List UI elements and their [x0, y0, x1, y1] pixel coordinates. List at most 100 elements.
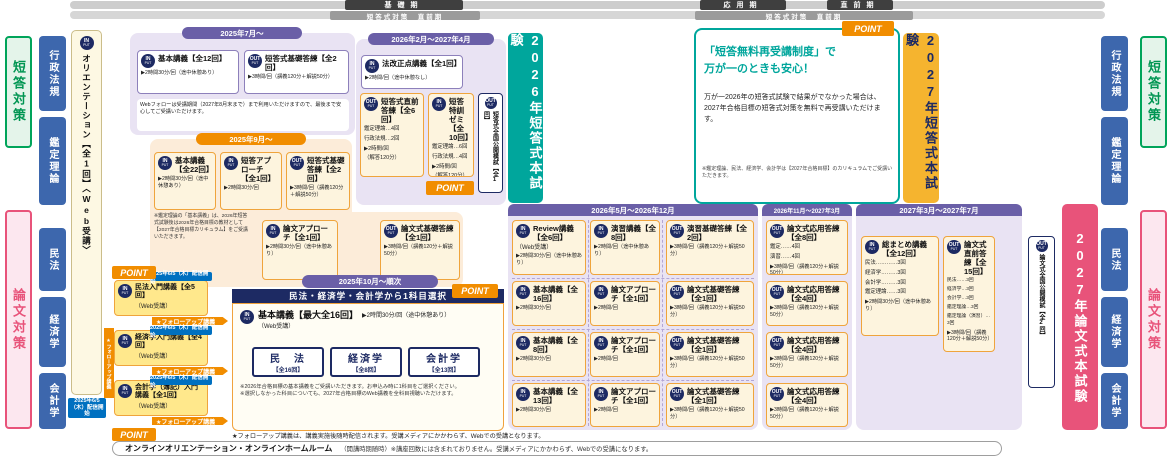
bar-title: オンラインオリエンテーション・オンラインホームルーム: [125, 444, 333, 453]
release-date-tag: 2025年6/5（木）配信開始: [150, 325, 212, 339]
point-badge: POINT: [112, 266, 156, 279]
course-sub: （Web受講）: [516, 245, 553, 251]
course-title: 短答式基礎答練【全2回】: [307, 156, 345, 183]
course-title: 論文アプローチ【全1回】: [611, 387, 656, 405]
followup-note: ★フォローアップ講義は、講義実施後随時配信されます。受講メディアにかかわらず、W…: [232, 433, 545, 440]
course-detail: ▶2時間30分/回（途中休憩あり）: [266, 244, 332, 257]
right-subject-kantei: 鑑定理論: [1101, 117, 1128, 205]
course-title: 論文式直前答練【全15回】: [964, 240, 988, 276]
course-detail: ▶2時間30分/回（途中休憩あり）: [362, 313, 451, 319]
release-date-tag: 2025年6/5（木）配信開始: [150, 271, 212, 285]
course-title: 論文式基礎答練【全1回】: [687, 387, 740, 405]
course-title: 論文アプローチ【全1回】: [283, 224, 328, 242]
course-title: 基本講義【全8回】: [533, 336, 578, 354]
orientation-date-tag: 2025年6/5（木）配信開始: [68, 398, 106, 418]
course-title: 論文式基礎答練【全1回】: [687, 336, 740, 354]
left-subject-keizai: 経済学: [39, 297, 66, 367]
subject-name: 会計学: [426, 354, 462, 365]
course-title: 論文式応用答練【全4回】: [787, 336, 840, 354]
left-tanto-taisaku-label: 短答対策: [5, 36, 32, 148]
subject-choice-band: 民法・経済学・会計学から1科目選択: [232, 289, 504, 303]
course-title: 基本講義【全16回】: [533, 285, 578, 303]
course-detail: ▶2時間30分/回（途中休憩あり）: [865, 299, 931, 313]
subject-count: 【全13回】: [428, 368, 460, 374]
course-title: 法改正点講義【全1回】: [382, 59, 462, 68]
course-detail: 鑑定理論…6回: [432, 144, 468, 150]
course-detail: 鑑定理論…3回: [947, 304, 979, 310]
course-detail: ▶3時間/回（講義120分＋解説50分）: [670, 244, 745, 257]
course-detail: ▶2時間/回: [594, 356, 618, 362]
choice-subject-kaikei: 会計学 【全13回】: [408, 347, 480, 377]
subject-count: 【全8回】: [352, 368, 380, 374]
course-detail: 鑑定理論…4回: [364, 126, 400, 132]
followup-arrow: ★フォローアップ講義: [152, 417, 228, 425]
course-title: 民法入門講義【全5回】: [135, 284, 195, 300]
course-detail: ▶3時間/回（講義120分＋解説50分）: [384, 244, 453, 257]
course-title: 論文式基礎答練【全1回】: [401, 224, 454, 242]
kantei-riron-note: ※鑑定理論の「基本講義」は、2026年短答式試験後は2026年合格目標の教材とし…: [154, 214, 248, 240]
online-orientation-bar: オンラインオリエンテーション・オンラインホームルーム （開講時期随時）※講座回数…: [112, 441, 1002, 456]
course-detail: ▶3時間/回（講義120分＋解説50分）: [670, 305, 745, 318]
course-title: 基本講義【全13回】: [533, 387, 578, 405]
right-subject-keizai: 経済学: [1101, 297, 1128, 367]
left-subject-kantei: 鑑定理論: [39, 117, 66, 205]
course-title: 短答アプローチ【全1回】: [241, 156, 276, 183]
section-2025-07-header: 2025年7月～: [182, 27, 302, 39]
phase-oyo: 応用期: [700, 0, 786, 10]
section-2027-03-header: 2027年3月～2027年7月: [856, 204, 1022, 216]
course-detail: 経済学………3回: [865, 269, 906, 276]
course-detail: ▶3時間/回（講義120分＋解説50分）: [770, 407, 839, 420]
course-sub: （Web受講）: [135, 353, 172, 360]
course-detail: ▶3時間/回（講義120分＋解説50分）: [290, 185, 344, 198]
course-detail: ▶2時間/回: [432, 163, 457, 170]
course-detail: ▶2時間30分/回: [516, 407, 551, 413]
right-tanto-taisaku-label: 短答対策: [1140, 36, 1167, 148]
course-detail: （解答120分）: [432, 173, 468, 177]
subject-name: 民 法: [270, 354, 306, 365]
divider: [662, 220, 663, 426]
point-badge: POINT: [452, 284, 498, 298]
subject-count: 【全16回】: [272, 368, 304, 374]
course-detail: ▶2時間/回（途中休憩あり）: [594, 244, 650, 257]
course-title: 短答式全国公開模試【全1回】: [482, 111, 498, 183]
left-subject-kaikei: 会計学: [39, 373, 66, 429]
course-title: 短答式直前答練【全6回】: [381, 97, 419, 124]
retake-body: 万が一2026年の短答式試験で結果がでなかった場合は、2027年合格目標の短答式…: [704, 94, 881, 124]
course-title: 基本講義【全12回】: [158, 54, 227, 63]
